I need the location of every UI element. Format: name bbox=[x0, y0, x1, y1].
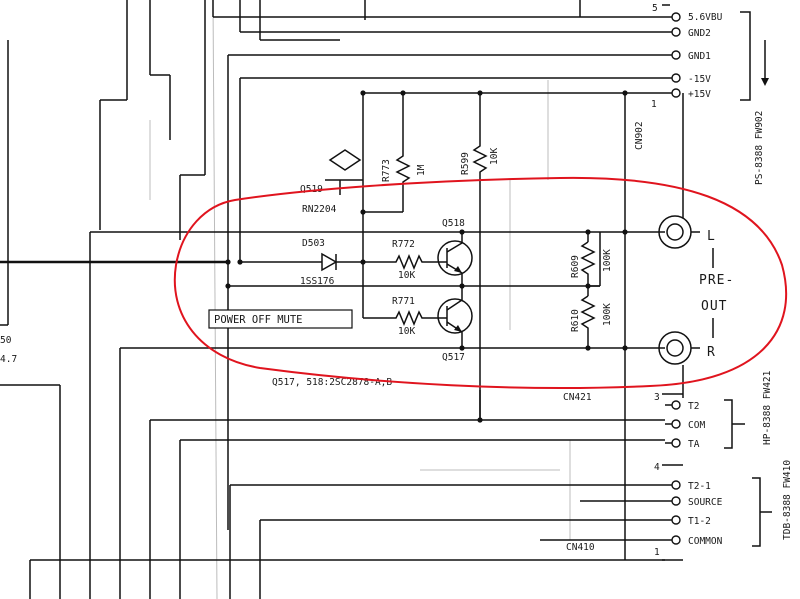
r771-label: R771 bbox=[392, 296, 415, 307]
r599-label: R599 bbox=[460, 152, 471, 175]
cn902-pin-4 bbox=[671, 73, 681, 83]
cn410-pin-2 bbox=[671, 496, 681, 506]
r609-resistor: R609 100K bbox=[570, 232, 613, 286]
r773-value: 1M bbox=[416, 164, 427, 176]
cn902-pin-3 bbox=[671, 50, 681, 60]
cn902-target: PS-8388 FW902 bbox=[754, 111, 765, 185]
cn410-label-4: COMMON bbox=[688, 536, 723, 547]
rca-jack-left bbox=[658, 215, 700, 249]
preout-labels: L PRE- OUT R bbox=[699, 229, 734, 360]
q517-label: Q517 bbox=[442, 352, 465, 363]
r610-value: 100K bbox=[602, 303, 613, 326]
cn410-label-2: SOURCE bbox=[688, 497, 723, 508]
cn902-name: CN902 bbox=[634, 121, 645, 150]
cn902-label-3: GND1 bbox=[688, 51, 711, 62]
cn421-target: HP-8388 FW421 bbox=[762, 370, 773, 445]
cn902-label-2: GND2 bbox=[688, 28, 711, 39]
r771-value: 10K bbox=[398, 326, 415, 337]
cn902-pin-5 bbox=[671, 88, 681, 98]
cn902-label-5: +15V bbox=[688, 89, 711, 100]
r772-resistor: R772 10K bbox=[390, 239, 440, 281]
r610-label: R610 bbox=[570, 309, 581, 332]
d503-part: 1SS176 bbox=[300, 276, 335, 287]
arrow-icon bbox=[761, 78, 769, 86]
r609-label: R609 bbox=[570, 255, 581, 278]
preout-word-pre: PRE- bbox=[699, 273, 734, 288]
cn902-label-4: -15V bbox=[688, 74, 711, 85]
r599-value: 10K bbox=[489, 148, 500, 165]
signal-lines bbox=[0, 231, 665, 599]
cn410-label-1: T2-1 bbox=[688, 481, 711, 492]
preout-word-out: OUT bbox=[701, 299, 727, 314]
cn902-connector: 5 5.6VBU GND2 GND1 -15V +15V 1 CN902 PS-… bbox=[634, 3, 769, 185]
q518-label: Q518 bbox=[442, 218, 465, 229]
cn410-pin-top: 4 bbox=[654, 462, 660, 473]
r771-resistor: R771 10K bbox=[390, 296, 440, 337]
preout-l-label: L bbox=[707, 229, 716, 244]
cn421-name: CN421 bbox=[563, 392, 592, 403]
cn902-pin-2 bbox=[671, 27, 681, 37]
cn410-target: TDB-8388 FW410 bbox=[782, 460, 793, 540]
cn421-pin-1 bbox=[671, 400, 681, 410]
preout-r-label: R bbox=[707, 345, 716, 360]
rca-jack-right bbox=[658, 331, 700, 365]
junction-dots bbox=[225, 90, 628, 423]
r772-value: 10K bbox=[398, 270, 415, 281]
left-fragment-2: 4.7 bbox=[0, 354, 17, 365]
cn902-pin-bottom: 1 bbox=[651, 99, 657, 110]
r772-label: R772 bbox=[392, 239, 415, 250]
d503-label: D503 bbox=[302, 238, 325, 249]
cn410-label-3: T1-2 bbox=[688, 516, 711, 527]
mute-box-label: POWER OFF MUTE bbox=[214, 314, 303, 326]
cn902-pin-1 bbox=[671, 12, 681, 22]
r610-resistor: R610 100K bbox=[570, 286, 613, 348]
q518-transistor: Q518 bbox=[437, 218, 473, 286]
r773-resistor: R773 1M bbox=[381, 150, 427, 212]
q517-transistor: Q517 bbox=[437, 286, 473, 363]
red-annotation-ellipse bbox=[173, 176, 788, 389]
d503-diode: D503 1SS176 bbox=[300, 238, 390, 287]
bus-lines bbox=[99, 0, 684, 560]
cn902-pin-top: 5 bbox=[652, 3, 658, 14]
transistor-note: Q517, 518:2SC2878-A,B bbox=[272, 377, 392, 388]
left-fragment-1: 50 bbox=[0, 335, 12, 346]
q519-transistor: Q519 RN2204 bbox=[300, 149, 403, 215]
cn410-name: CN410 bbox=[566, 542, 595, 553]
cn421-label-1: T2 bbox=[688, 401, 699, 412]
q519-part: RN2204 bbox=[302, 204, 337, 215]
r599-resistor: R599 10K bbox=[460, 140, 500, 420]
mute-box: POWER OFF MUTE bbox=[208, 309, 353, 329]
cn421-pin-2 bbox=[671, 419, 681, 429]
r773-label: R773 bbox=[381, 159, 392, 182]
cn421-pin-top: 3 bbox=[654, 392, 660, 403]
cn410-pin-bottom: 1 bbox=[654, 547, 660, 558]
r609-value: 100K bbox=[602, 249, 613, 272]
cn410-connector: 4 T2-1 SOURCE T1-2 COMMON CN410 1 TDB-83… bbox=[566, 460, 793, 561]
left-module: 50 4.7 bbox=[0, 40, 17, 365]
cn421-pin-3 bbox=[671, 438, 681, 448]
cn421-label-2: COM bbox=[688, 420, 705, 431]
cn902-label-1: 5.6VBU bbox=[688, 12, 723, 23]
cn421-label-3: TA bbox=[688, 439, 700, 450]
cn410-pin-1 bbox=[671, 480, 681, 490]
cn410-pin-3 bbox=[671, 515, 681, 525]
cn421-connector: CN421 3 T2 COM TA HP-8388 FW421 bbox=[563, 370, 773, 450]
background-artifacts bbox=[149, 0, 571, 599]
cn410-pin-4 bbox=[671, 535, 681, 545]
q519-label: Q519 bbox=[300, 184, 323, 195]
